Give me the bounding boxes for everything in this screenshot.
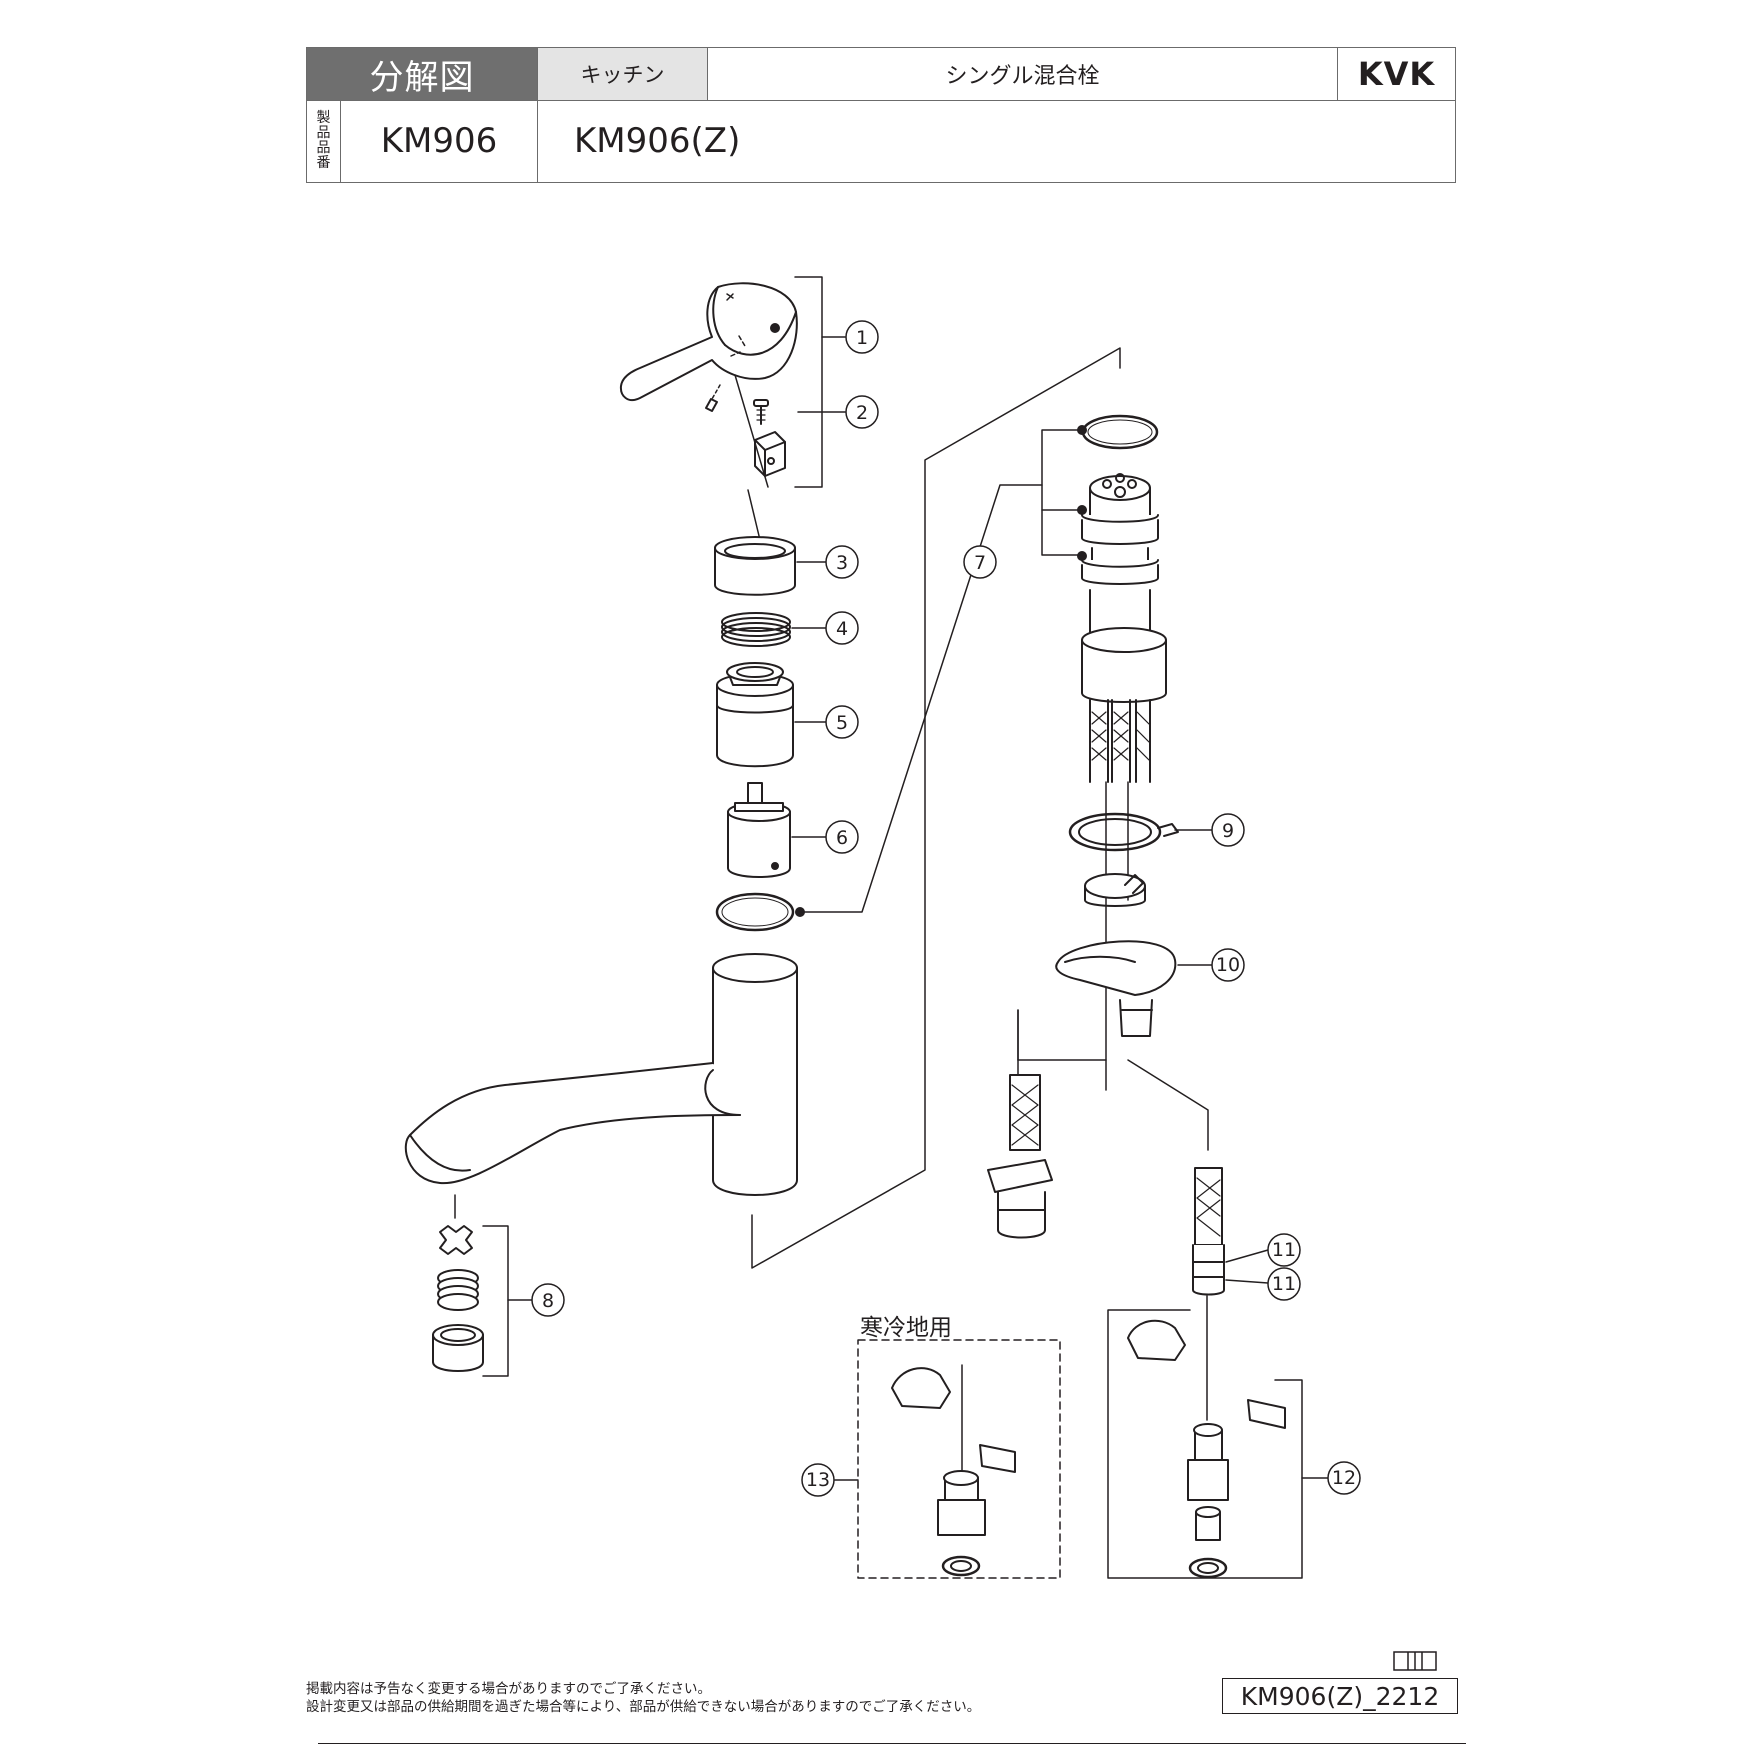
callout-5: 5 [825, 705, 859, 739]
hot-supply-hose [987, 1074, 1053, 1239]
callout-10-label: 10 [1216, 954, 1240, 976]
diagram-title: 分解図 [307, 48, 537, 100]
callout-8: 8 [531, 1283, 565, 1317]
aerator-set-part-8 [432, 1225, 484, 1372]
callout-4: 4 [825, 611, 859, 645]
cartridge-part-6 [727, 782, 791, 878]
model-number: KM906 [380, 121, 498, 161]
callout-6: 6 [825, 820, 859, 854]
disclaimer-notice: 掲載内容は予告なく変更する場合がありますのでご了承ください。 設計変更又は部品の… [306, 1680, 980, 1716]
callout-11-lower: 11 [1267, 1267, 1301, 1301]
callout-7: 7 [963, 545, 997, 579]
callout-12: 12 [1327, 1461, 1361, 1495]
callout-12-label: 12 [1332, 1467, 1356, 1489]
callout-3-label: 3 [836, 552, 848, 574]
cold-supply-hose [1192, 1167, 1225, 1296]
callout-9-label: 9 [1222, 820, 1234, 842]
callout-11b-label: 11 [1272, 1273, 1296, 1295]
faucet-body [404, 953, 798, 1196]
ring-part-4 [721, 612, 791, 647]
o-ring-lower [715, 892, 795, 932]
model-variants: KM906(Z) [537, 100, 1455, 182]
callout-1: 1 [845, 320, 879, 354]
category-label: キッチン [537, 48, 707, 100]
handle-adapter [754, 431, 786, 477]
product-number-label: 製 品 品 番 [307, 100, 341, 182]
vlabel-char: 品 [316, 140, 331, 156]
notice-line-1: 掲載内容は予告なく変更する場合がありますのでご了承ください。 [306, 1681, 711, 1697]
o-ring-upper [1081, 414, 1159, 450]
callout-4-label: 4 [836, 618, 848, 640]
footer-rule [318, 1743, 1466, 1744]
cold-region-union-part-13 [891, 1364, 1016, 1577]
bracket-1 [794, 276, 823, 488]
union-clip-set-part-12 [1127, 1319, 1286, 1579]
vlabel-char: 番 [316, 155, 331, 171]
vlabel-char: 製 [316, 110, 331, 126]
callout-7-label: 7 [974, 552, 986, 574]
callout-3: 3 [825, 545, 859, 579]
bracket-8 [482, 1225, 509, 1377]
document-icon [1393, 1651, 1437, 1671]
callout-2-label: 2 [856, 402, 868, 424]
fixing-clip [1084, 873, 1146, 907]
vlabel-char: 品 [316, 125, 331, 141]
cold-region-box [857, 1339, 1061, 1579]
brand-logo: KVK [1337, 48, 1455, 100]
washer-part-9 [1068, 812, 1179, 852]
callout-1-label: 1 [856, 327, 868, 349]
assembly-guide-line [751, 347, 1121, 1269]
leader-7 [799, 484, 1043, 913]
mounting-plate-part-10 [1055, 940, 1177, 1037]
callout-6-label: 6 [836, 827, 848, 849]
callout-2: 2 [845, 395, 879, 429]
bracket-7 [1041, 429, 1083, 556]
header-table: 分解図 キッチン シングル混合栓 KVK 製 品 品 番 KM906 KM906… [306, 47, 1456, 183]
spout-hose-assembly [1077, 473, 1167, 783]
lever-handle [619, 282, 798, 402]
callout-9: 9 [1211, 813, 1245, 847]
callout-5-label: 5 [836, 712, 848, 734]
screw-part-2 [753, 399, 769, 425]
callout-8-label: 8 [542, 1290, 554, 1312]
callout-11a-label: 11 [1272, 1239, 1296, 1261]
cold-region-label: 寒冷地用 [860, 1315, 952, 1341]
callout-11-upper: 11 [1267, 1233, 1301, 1267]
cap-part-3 [714, 536, 796, 596]
notice-line-2: 設計変更又は部品の供給期間を過ぎた場合等により、部品が供給できない場合があります… [306, 1699, 981, 1715]
callout-13-label: 13 [806, 1469, 830, 1491]
set-screw [705, 384, 721, 412]
document-code: KM906(Z)_2212 [1222, 1678, 1458, 1714]
callout-10: 10 [1211, 948, 1245, 982]
product-type-label: シングル混合栓 [707, 48, 1337, 100]
callout-13: 13 [801, 1463, 835, 1497]
body-nut-part-5 [716, 662, 794, 768]
handle-bracket-axis [734, 374, 769, 488]
header-divider [307, 100, 1455, 101]
